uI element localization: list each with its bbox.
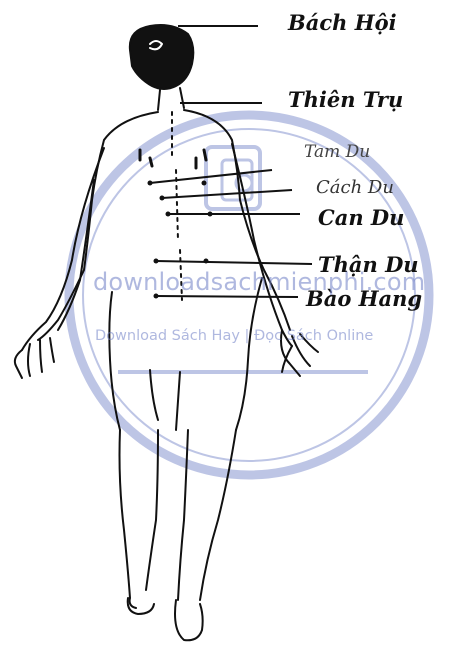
left-arm xyxy=(22,148,104,350)
label-cach-du: Cách Du xyxy=(316,179,394,197)
leader-than-du xyxy=(156,261,312,264)
label-bach-hoi: Bách Hội xyxy=(288,12,397,33)
leader-tam-du xyxy=(150,170,272,183)
label-can-du: Can Du xyxy=(318,207,404,228)
leader-cach-du xyxy=(162,190,292,198)
left-hand xyxy=(15,338,54,378)
left-leg xyxy=(120,430,137,608)
hair xyxy=(130,25,194,89)
label-thien-tru: Thiên Trụ xyxy=(288,89,403,110)
leader-bao-hang xyxy=(156,296,298,297)
buttock-line xyxy=(150,370,180,430)
hips xyxy=(109,278,262,430)
neck xyxy=(158,88,184,110)
right-leg-inner xyxy=(178,430,188,600)
watermark-site-text: downloadsachmienphi.com xyxy=(93,268,425,296)
label-tam-du: Tam Du xyxy=(304,144,370,161)
right-foot xyxy=(175,600,203,640)
watermark-tagline: Download Sách Hay | Đọc Sách Online xyxy=(95,328,373,344)
